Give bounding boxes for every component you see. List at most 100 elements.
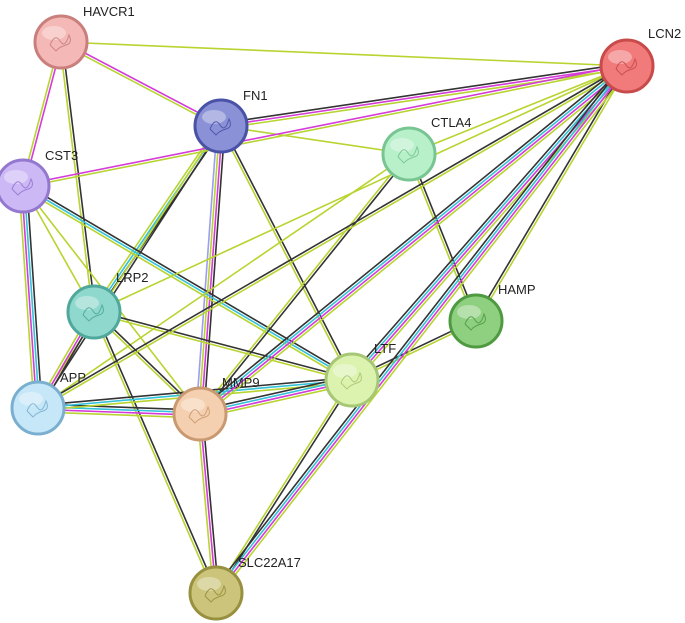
node-havcr1[interactable]: HAVCR1 — [33, 4, 135, 70]
node-label: FN1 — [243, 88, 268, 103]
node-circle[interactable] — [0, 158, 51, 214]
edge-line-coexpression — [23, 183, 354, 379]
edge-ltf-lcn2 — [348, 62, 631, 384]
edge-line-textmining — [18, 186, 35, 409]
node-highlight — [197, 577, 221, 591]
edge-line-coexpression — [94, 309, 353, 380]
edge-line-textmining — [197, 125, 221, 414]
protein-structure-icon — [340, 371, 362, 390]
node-highlight — [333, 364, 357, 378]
edge-line-textmining — [196, 414, 215, 594]
edge-line-experiment — [61, 40, 222, 126]
protein-structure-icon — [49, 33, 71, 52]
edge-line-coexpression — [216, 380, 354, 595]
edge-line-database — [22, 185, 353, 381]
node-fn1[interactable]: FN1 — [193, 88, 268, 154]
edge-line-textmining — [201, 68, 630, 418]
edge-line-experiment — [216, 66, 629, 595]
node-mmp9[interactable]: MMP9 — [172, 375, 260, 442]
edge-line-textmining — [476, 66, 629, 323]
node-ltf[interactable]: LTF — [324, 341, 396, 408]
edge-line-experiment — [199, 413, 217, 594]
edge-line-textmining — [92, 312, 216, 594]
protein-structure-icon — [204, 584, 226, 603]
edge-hamp-lcn2 — [474, 64, 629, 323]
edge-line-coexpression — [94, 311, 218, 593]
edge-line-textmining — [60, 42, 221, 128]
edge-line-database — [23, 185, 41, 408]
edge-line-experiment — [22, 63, 627, 186]
edge-line-textmining — [198, 152, 409, 414]
node-label: LCN2 — [648, 26, 681, 41]
edge-line-textmining — [38, 66, 629, 410]
edge-line-coexpression — [348, 62, 625, 378]
edge-fn1-ltf — [219, 125, 354, 381]
node-lrp2[interactable]: LRP2 — [66, 270, 149, 340]
edge-cst3-lcn2 — [22, 63, 628, 189]
protein-structure-icon — [209, 117, 231, 136]
edge-line-coexpression — [36, 64, 627, 408]
edge-lrp2-lcn2 — [93, 65, 628, 313]
edge-line-textmining — [408, 65, 628, 155]
protein-structure-icon — [188, 405, 210, 424]
edge-line-textmining — [23, 66, 628, 189]
edge-line-textmining — [37, 153, 410, 409]
edge-line-coexpression — [200, 154, 411, 416]
node-label: SLC22A17 — [238, 555, 301, 570]
edge-line-homology — [195, 125, 218, 414]
edge-line-textmining — [93, 312, 352, 383]
node-label: HAMP — [498, 282, 536, 297]
edge-line-experiment — [200, 126, 224, 415]
node-lcn2[interactable]: LCN2 — [599, 26, 681, 94]
edge-line-coexpression — [38, 126, 223, 410]
edge-line-coexpression — [212, 63, 625, 592]
edge-line-database — [214, 64, 627, 593]
edge-line-database — [198, 64, 627, 414]
protein-structure-icon — [615, 57, 637, 76]
edge-line-experiment — [352, 66, 629, 382]
node-hamp[interactable]: HAMP — [448, 282, 536, 349]
edge-slc22a17-lcn2 — [212, 63, 631, 596]
edge-app-lcn2 — [36, 64, 629, 410]
edge-line-coexpression — [197, 62, 626, 412]
edge-havcr1-fn1 — [60, 40, 222, 128]
edge-line-experiment — [220, 65, 628, 127]
edge-havcr1-lcn2 — [60, 41, 628, 67]
node-highlight — [390, 138, 414, 152]
edge-line-textmining — [407, 154, 476, 322]
edge-line-database — [350, 64, 627, 380]
node-label: CST3 — [45, 148, 78, 163]
edge-line-textmining — [21, 187, 352, 383]
edge-ctla4-lcn2 — [408, 65, 628, 155]
edge-ctla4-hamp — [407, 153, 478, 322]
edge-cst3-app — [18, 185, 43, 409]
node-highlight — [457, 305, 481, 319]
node-label: LTF — [374, 341, 396, 356]
protein-structure-icon — [397, 145, 419, 164]
edge-fn1-lcn2 — [220, 62, 628, 130]
edge-fn1-mmp9 — [195, 125, 226, 415]
node-cst3[interactable]: CST3 — [0, 148, 78, 214]
edge-fn1-ctla4 — [220, 125, 410, 155]
node-label: APP — [60, 370, 86, 385]
edge-fn1-lrp2 — [91, 124, 224, 314]
edge-ltf-slc22a17 — [214, 378, 354, 595]
node-highlight — [42, 26, 66, 40]
edge-line-textmining — [60, 41, 628, 67]
node-highlight — [19, 392, 43, 406]
edge-line-textmining — [219, 126, 352, 381]
node-app[interactable]: APP — [10, 370, 86, 436]
edge-cst3-ltf — [21, 183, 354, 383]
edge-line-textmining — [36, 124, 221, 408]
node-label: MMP9 — [222, 375, 260, 390]
edge-mmp9-lcn2 — [197, 62, 630, 418]
node-highlight — [4, 170, 28, 184]
edge-mmp9-slc22a17 — [196, 413, 220, 594]
node-slc22a17[interactable]: SLC22A17 — [188, 555, 301, 621]
edge-line-coexpression — [474, 64, 627, 321]
node-highlight — [202, 110, 226, 124]
node-label: HAVCR1 — [83, 4, 135, 19]
edge-line-coexpression — [220, 62, 627, 125]
node-ctla4[interactable]: CTLA4 — [381, 115, 471, 182]
